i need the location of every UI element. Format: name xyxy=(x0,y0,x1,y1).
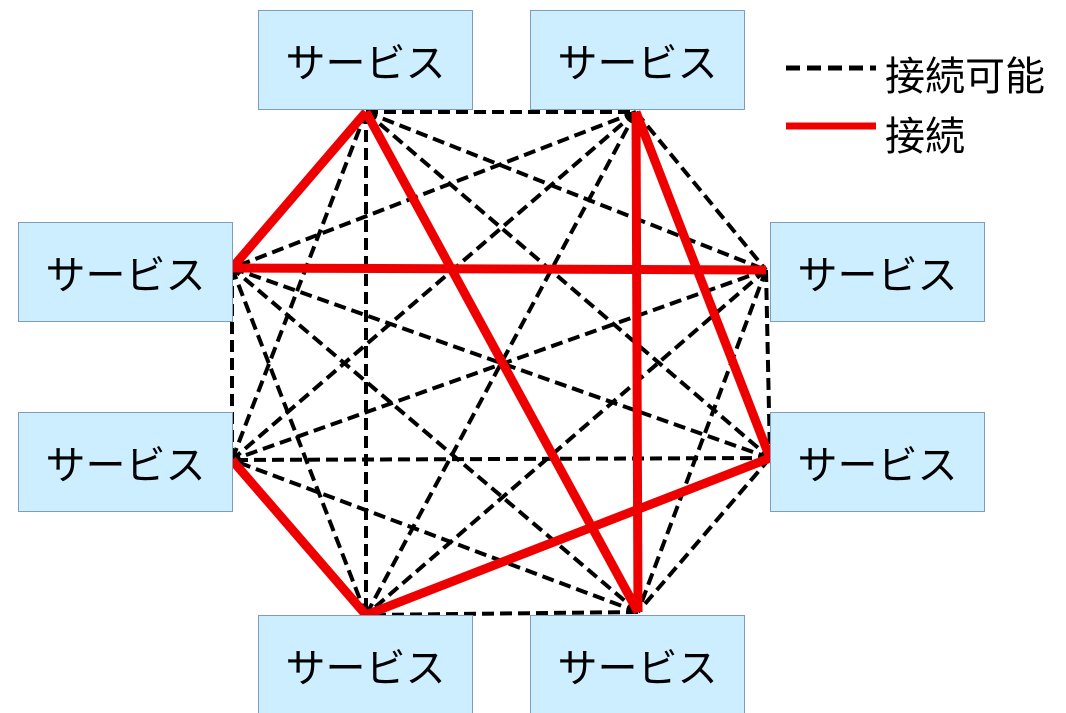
possible-connection-line xyxy=(364,268,768,617)
possible-connection-line xyxy=(364,111,638,616)
connection-line xyxy=(231,263,767,275)
possible-connection-line xyxy=(230,111,368,461)
service-node-bottom-left: サービス xyxy=(258,615,473,713)
possible-connection-line xyxy=(365,610,639,617)
service-node-left-upper: サービス xyxy=(18,222,233,322)
connection-line xyxy=(364,453,772,620)
possible-connection-line xyxy=(231,110,637,270)
service-node-top-right: サービス xyxy=(530,10,745,110)
connection-line xyxy=(228,109,370,271)
possible-connection-line xyxy=(230,266,640,614)
possible-connection-line xyxy=(231,268,767,462)
possible-connection-line xyxy=(634,110,768,272)
possible-connection-line xyxy=(364,110,772,460)
service-node-top-left: サービス xyxy=(258,10,473,110)
possible-connection-line xyxy=(764,269,772,459)
service-node-right-lower: サービス xyxy=(770,412,985,512)
legend-possible-label: 接続可能 xyxy=(885,54,1045,100)
possible-connection-line xyxy=(636,456,772,614)
service-node-left-lower: サービス xyxy=(18,412,233,512)
possible-connection-line xyxy=(231,458,639,614)
service-node-right-upper: サービス xyxy=(770,222,985,322)
connection-line xyxy=(631,111,643,613)
connection-line xyxy=(228,457,370,618)
legend-connected-label: 接続 xyxy=(885,114,965,160)
possible-connection-line xyxy=(636,269,768,613)
possible-connection-line xyxy=(230,267,368,616)
possible-connection-line xyxy=(231,266,771,460)
connection-line xyxy=(362,109,642,615)
service-node-bottom-right: サービス xyxy=(530,615,745,713)
possible-connection-line xyxy=(231,456,771,462)
connection-line xyxy=(631,110,775,460)
possible-connection-line xyxy=(230,110,638,462)
